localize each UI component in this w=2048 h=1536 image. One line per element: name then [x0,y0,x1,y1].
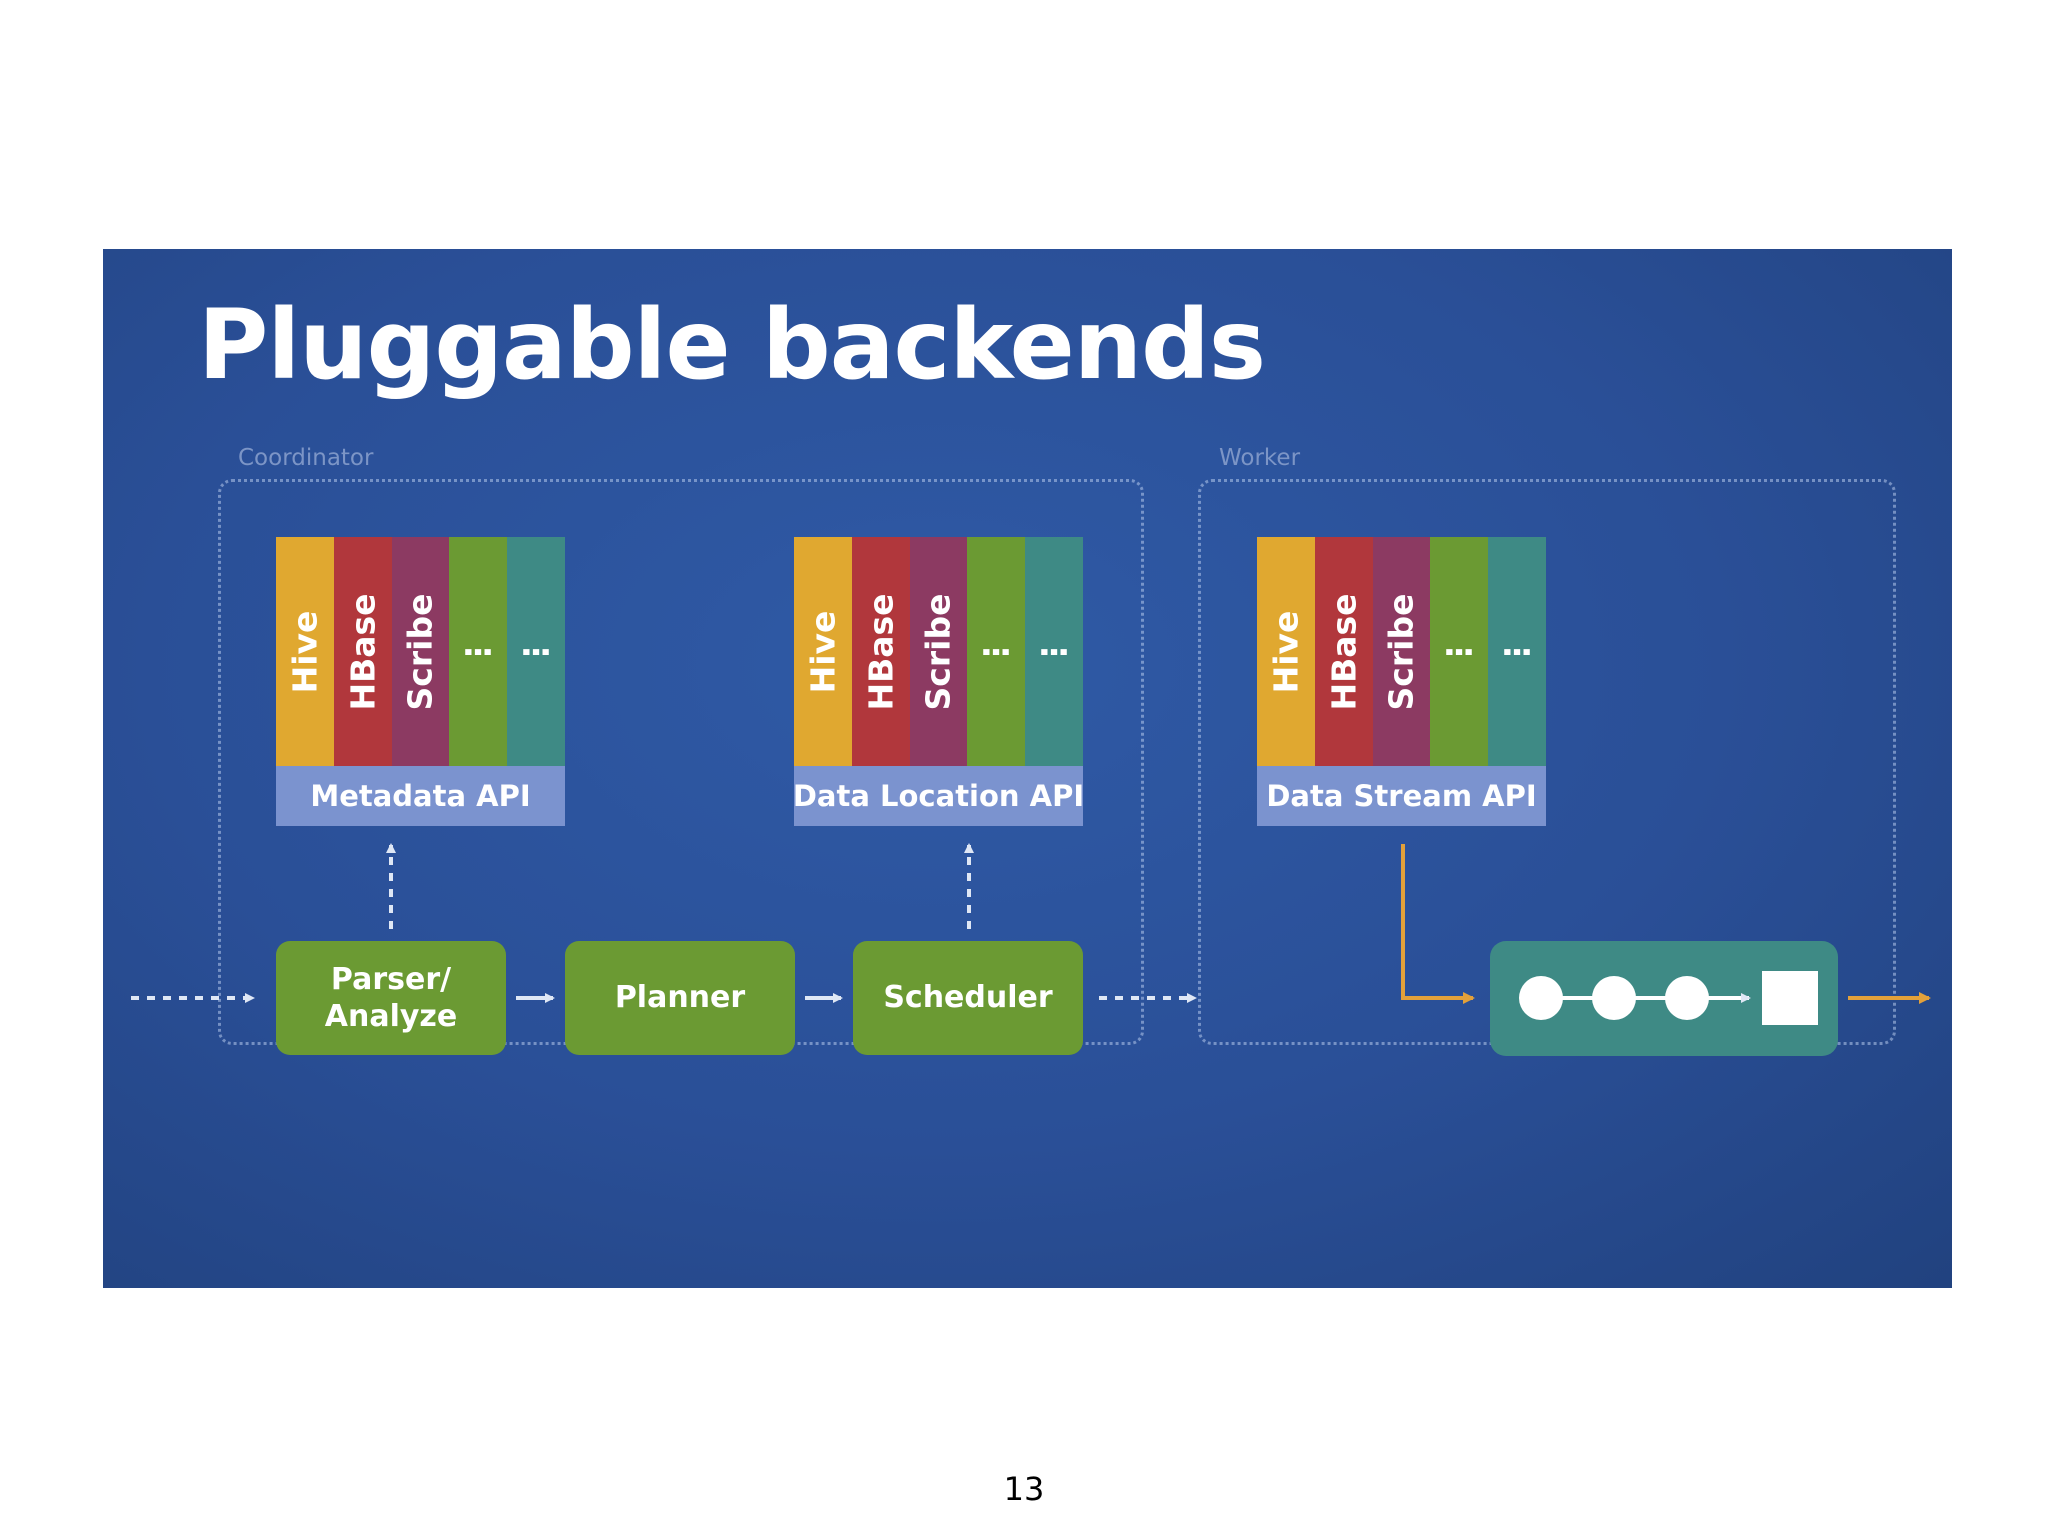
diagram-arrows [131,843,1931,1025]
metadata-stack: Hive HBase Scribe ⋮ ⋮ Metadata API [276,537,565,826]
data-stream-stack: Hive HBase Scribe ⋮ ⋮ Data Stream API [1257,537,1546,826]
worker-label: Worker [1219,445,1301,471]
scribe-backend: Scribe [909,537,968,766]
hbase-backend: HBase [333,537,392,766]
metadata-api-label: Metadata API [276,766,565,826]
scribe-backend: Scribe [1372,537,1431,766]
parser-analyze-box: Parser/ Analyze [276,941,506,1055]
more-backend: ⋮ [1025,537,1083,766]
data-location-stack: Hive HBase Scribe ⋮ ⋮ Data Location API [793,537,1084,826]
more-backend: ⋮ [967,537,1026,766]
more-backend: ⋮ [449,537,508,766]
slide: Pluggable backends Coordinator Worker Hi… [103,249,1952,1288]
data-stream-api-label: Data Stream API [1257,766,1546,826]
more-backend: ⋮ [507,537,565,766]
data-location-api-label: Data Location API [793,766,1084,826]
planner-box: Planner [565,941,795,1055]
scribe-backend: Scribe [391,537,450,766]
stream-to-operator-arrow [1401,844,1475,1004]
hbase-backend: HBase [851,537,910,766]
slide-title: Pluggable backends [198,289,1266,401]
hive-backend: Hive [276,537,334,766]
hive-backend: Hive [794,537,852,766]
hive-backend: Hive [1257,537,1315,766]
more-backend: ⋮ [1430,537,1489,766]
hbase-backend: HBase [1314,537,1373,766]
operator-pipeline-icon [1519,971,1818,1025]
page-number: 13 [1003,1470,1045,1508]
coordinator-label: Coordinator [238,445,374,471]
scheduler-box: Scheduler [853,941,1083,1055]
more-backend: ⋮ [1488,537,1546,766]
